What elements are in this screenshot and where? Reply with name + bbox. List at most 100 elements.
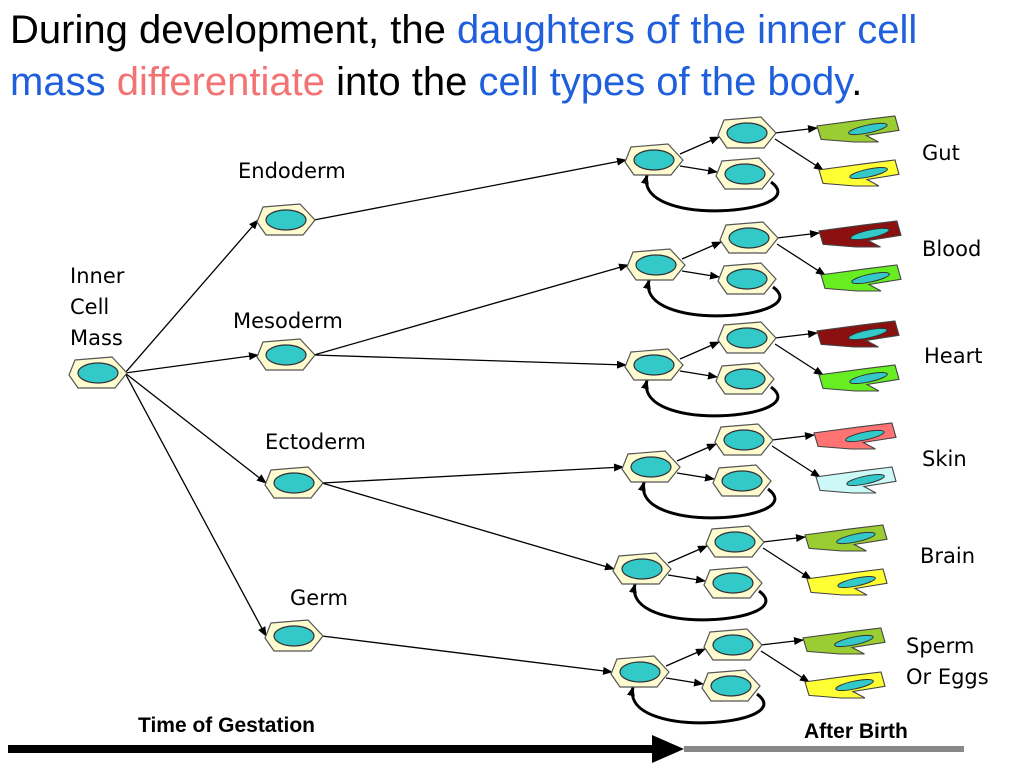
progenitor-to-stem-arrow	[681, 270, 720, 280]
progenitor-to-daughter-arrow	[679, 136, 720, 155]
endoderm-cell	[256, 203, 316, 236]
to-cell-type-arrow	[771, 445, 821, 478]
germ-cell	[264, 619, 324, 652]
nucleus	[724, 163, 766, 185]
stem-cell	[715, 157, 775, 190]
differentiated-cell	[813, 422, 897, 450]
to-cell-type-arrow	[774, 138, 824, 171]
nucleus	[728, 227, 770, 249]
self-renewal-loop	[641, 379, 780, 418]
tissue-label: Skin	[922, 447, 967, 471]
ectoderm-to-progenitor-4-arrow	[321, 463, 624, 484]
differentiated-cell	[802, 627, 886, 655]
nucleus	[635, 254, 677, 276]
after-birth-bar	[684, 746, 964, 752]
mesoderm-label: Mesoderm	[233, 309, 343, 333]
to-cell-type-arrow	[774, 125, 818, 134]
stem-cell	[717, 262, 777, 295]
stem-cell	[715, 362, 775, 395]
stem-cell	[701, 669, 761, 702]
nucleus	[712, 634, 754, 656]
differentiated-cell	[806, 568, 888, 596]
nucleus	[726, 268, 768, 290]
progenitor-cell	[612, 552, 672, 585]
lineage-nodes	[68, 115, 902, 702]
gestation-label: Time of Gestation	[138, 714, 315, 737]
differentiated-cell	[818, 220, 902, 248]
daughter-cell	[717, 321, 777, 354]
self-renewal-loop	[627, 686, 766, 725]
title-segment: daughters of the inner cell mass	[10, 8, 918, 104]
nucleus	[265, 344, 307, 366]
to-cell-type-arrow	[762, 534, 806, 543]
nucleus	[724, 368, 766, 390]
to-cell-type-arrow	[760, 650, 810, 683]
to-cell-type-arrow	[762, 547, 812, 580]
mesoderm-to-progenitor-3-arrow	[313, 354, 627, 369]
lineage-edges	[124, 125, 826, 725]
self-renewal-loop	[638, 481, 777, 520]
title-segment: differentiate	[116, 60, 326, 104]
icm-cell	[68, 356, 128, 389]
ectoderm-cell	[264, 466, 324, 499]
progenitor-cell	[624, 143, 684, 176]
ectoderm-label: Ectoderm	[265, 430, 366, 454]
nucleus	[621, 558, 663, 580]
nucleus	[710, 675, 752, 697]
endoderm-label: Endoderm	[238, 159, 346, 183]
icm-to-germ-arrow	[124, 372, 267, 637]
differentiated-cell	[818, 364, 900, 392]
mesoderm-to-progenitor-2-arrow	[313, 263, 629, 356]
nucleus	[630, 456, 672, 478]
tissue-label: Brain	[920, 544, 975, 568]
gestation-bar	[8, 745, 656, 753]
to-cell-type-arrow	[771, 432, 815, 441]
progenitor-to-stem-arrow	[676, 472, 715, 482]
nucleus	[633, 149, 675, 171]
tissue-label: Gut	[922, 141, 960, 165]
nucleus	[265, 209, 307, 231]
title-segment: cell types of the body	[478, 60, 852, 104]
ectoderm-to-progenitor-5-arrow	[321, 482, 615, 571]
differentiated-cell	[804, 671, 886, 699]
progenitor-to-daughter-arrow	[679, 341, 720, 360]
progenitor-to-daughter-arrow	[681, 241, 722, 260]
endoderm-to-progenitor-1-arrow	[313, 157, 627, 221]
differentiated-cell	[816, 115, 900, 143]
germ-label: Germ	[290, 586, 348, 610]
self-renewal-loop	[629, 583, 768, 622]
nucleus	[721, 470, 763, 492]
differentiated-cell	[815, 466, 897, 494]
daughter-cell	[705, 525, 765, 558]
tissue-label: Blood	[922, 237, 981, 261]
germ-to-progenitor-6-arrow	[321, 635, 613, 675]
to-cell-type-arrow	[760, 637, 804, 646]
nucleus	[714, 531, 756, 553]
title-segment: into the	[325, 60, 479, 104]
icm-to-ectoderm-arrow	[124, 372, 267, 484]
nucleus	[712, 572, 754, 594]
timeline: Time of Gestation After Birth	[8, 714, 964, 763]
daughter-cell	[703, 628, 763, 661]
icm-to-endoderm-arrow	[124, 219, 259, 374]
daughter-cell	[719, 221, 779, 254]
after-birth-label: After Birth	[804, 720, 908, 743]
progenitor-to-daughter-arrow	[665, 648, 706, 667]
differentiated-cell	[816, 320, 900, 348]
daughter-cell	[714, 423, 774, 456]
nucleus	[723, 429, 765, 451]
title-segment: .	[851, 60, 863, 104]
nucleus	[633, 354, 675, 376]
icm-to-mesoderm-arrow	[124, 352, 259, 374]
nucleus	[619, 661, 661, 683]
nucleus	[726, 327, 768, 349]
to-cell-type-arrow	[774, 343, 824, 376]
progenitor-cell	[610, 655, 670, 688]
progenitor-to-stem-arrow	[679, 370, 718, 380]
daughter-cell	[717, 116, 777, 149]
gestation-arrowhead	[652, 735, 684, 763]
mesoderm-cell	[256, 338, 316, 371]
